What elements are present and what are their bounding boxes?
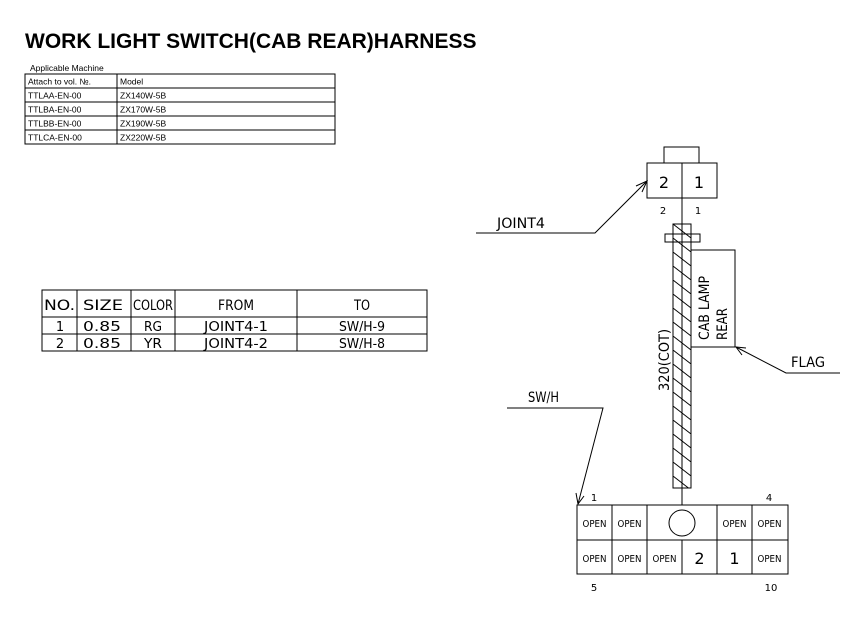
header-size: SIZE (83, 298, 123, 314)
switch-cell: OPEN (583, 554, 607, 565)
lock-circle-icon (668, 509, 696, 537)
header-to: TO (353, 298, 370, 314)
table-cell: TTLBA-EN-00 (28, 105, 82, 115)
switch-cell: OPEN (758, 519, 782, 530)
table-cell: ZX140W-5B (120, 91, 166, 101)
joint4-leader: JOINT4 (476, 179, 649, 234)
table-cell: YR (143, 337, 162, 352)
corrugated-tube (672, 223, 692, 489)
wire-table: NO. SIZE COLOR FROM TO 1 0.85 RG JOINT4-… (41, 289, 428, 352)
switch-cell: 2 (694, 549, 704, 568)
joint-pin-label: 1 (695, 206, 701, 217)
pin-label-bottom-left: 5 (591, 583, 597, 594)
table-cell: ZX220W-5B (120, 133, 166, 143)
switch-cell: OPEN (723, 519, 747, 530)
page-title: WORK LIGHT SWITCH(CAB REAR)HARNESS (25, 30, 476, 53)
table-cell: RG (144, 320, 162, 335)
pin-label-bottom-right: 10 (765, 583, 778, 594)
table-cell: 1 (56, 320, 64, 335)
table-cell: ZX190W-5B (120, 119, 166, 129)
switch-cell: OPEN (758, 554, 782, 565)
header-no: NO. (44, 298, 75, 314)
switch-cell: OPEN (618, 519, 642, 530)
header-attach: Attach to vol. №. (28, 77, 91, 87)
table-cell: TTLAA-EN-00 (28, 91, 82, 101)
joint-cell: 2 (659, 173, 669, 192)
clamp (664, 233, 701, 243)
flag-text-line2: REAR (715, 308, 731, 340)
wire-length-label: 320(COT) (657, 329, 673, 391)
table-cell: 0.85 (83, 337, 121, 352)
table-cell: JOINT4-1 (203, 320, 268, 335)
switch-cell: 1 (729, 549, 739, 568)
switch-leader: SW/H (507, 390, 604, 506)
switch-connector: OPEN OPEN OPEN OPEN OPEN OPEN OPEN OPEN … (576, 493, 789, 594)
switch-label: SW/H (528, 390, 559, 406)
table-cell: TTLBB-EN-00 (28, 119, 82, 129)
joint-pin-label: 2 (660, 206, 666, 217)
header-color: COLOR (133, 298, 173, 314)
pin-label-top-right: 4 (766, 493, 772, 504)
joint4-connector: 2 1 2 1 (646, 146, 718, 217)
table-cell: 2 (56, 337, 64, 352)
table-cell: ZX170W-5B (120, 105, 166, 115)
switch-cell: OPEN (583, 519, 607, 530)
header-from: FROM (218, 298, 254, 314)
header-model: Model (120, 77, 143, 87)
table-cell: JOINT4-2 (203, 337, 268, 352)
flag: CAB LAMP REAR FLAG (691, 249, 840, 374)
joint-cell: 1 (694, 173, 704, 192)
flag-label: FLAG (791, 355, 825, 371)
table-cell: SW/H-9 (339, 320, 385, 335)
flag-text-line1: CAB LAMP (697, 276, 713, 340)
table-cell: SW/H-8 (339, 337, 385, 352)
applicable-caption: Applicable Machine (30, 63, 104, 73)
table-cell: 0.85 (83, 320, 121, 335)
table-cell: TTLCA-EN-00 (28, 133, 82, 143)
connector-latch (663, 146, 700, 164)
joint4-label: JOINT4 (496, 216, 545, 232)
pin-label-top-left: 1 (591, 493, 597, 504)
switch-cell: OPEN (618, 554, 642, 565)
applicable-machine-table: Applicable Machine Attach to vol. №. Mod… (24, 63, 336, 145)
switch-cell: OPEN (653, 554, 677, 565)
